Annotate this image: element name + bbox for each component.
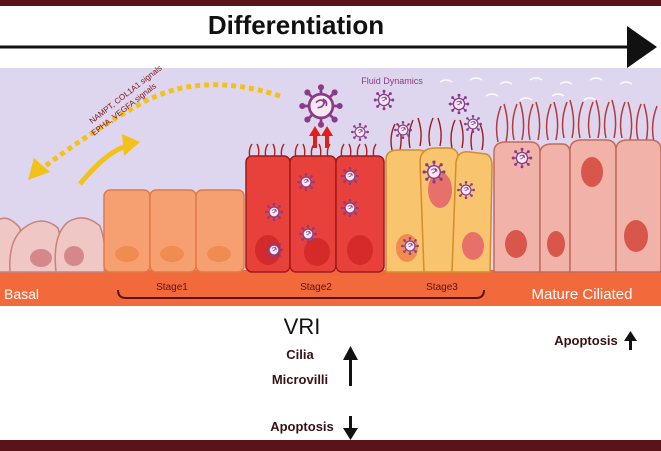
virus-icon	[264, 202, 284, 222]
cilia-label: Cilia	[286, 347, 314, 362]
virus-icon	[296, 172, 316, 192]
apoptosis-vri-label: Apoptosis	[270, 419, 334, 434]
mature-cilia	[495, 99, 658, 143]
basement-membrane	[0, 270, 661, 306]
virus-icon	[393, 120, 413, 140]
virus-icon	[463, 114, 483, 134]
diagram-title: Differentiation	[208, 10, 384, 40]
bottom-frame-bar	[0, 440, 661, 451]
mature-ciliated-label: Mature Ciliated	[532, 286, 633, 303]
virus-icon	[421, 159, 447, 185]
stage2-cells	[245, 155, 385, 273]
mature-cells	[493, 139, 661, 273]
stage1-label: Stage1	[156, 282, 188, 293]
virus-icon	[298, 224, 318, 244]
up-arrow-icon	[309, 126, 333, 148]
virus-icon-large	[297, 82, 345, 130]
double-arrow-icon	[28, 82, 281, 186]
stage3-cells	[385, 147, 493, 273]
virus-icon	[340, 166, 360, 186]
differentiation-arrow-head	[627, 26, 657, 68]
virus-icon	[264, 240, 284, 260]
virus-icon	[456, 180, 476, 200]
virus-icon	[350, 122, 370, 142]
apoptosis-mature-label: Apoptosis	[554, 333, 618, 348]
virus-icon	[448, 93, 470, 115]
top-frame-bar	[0, 0, 661, 6]
stage3-label: Stage3	[426, 282, 458, 293]
fluid-dynamics-label: Fluid Dynamics	[361, 76, 423, 86]
stage2-microvilli	[248, 143, 377, 159]
up-arrow-icon	[343, 346, 358, 386]
basal-label: Basal	[4, 286, 39, 302]
up-arrow-icon	[624, 331, 637, 350]
virus-icon	[340, 198, 360, 218]
virus-icon	[511, 147, 533, 169]
stage-bracket	[117, 289, 485, 299]
virus-icon	[373, 89, 395, 111]
vri-label: VRI	[284, 314, 321, 339]
down-arrow-icon	[343, 416, 358, 440]
basal-cells	[0, 217, 107, 273]
microvilli-label: Microvilli	[272, 372, 328, 387]
stage1-cells	[103, 189, 245, 273]
fluid-flow-lines	[439, 77, 633, 101]
stage2-label: Stage2	[300, 282, 332, 293]
virus-icon	[400, 236, 420, 256]
